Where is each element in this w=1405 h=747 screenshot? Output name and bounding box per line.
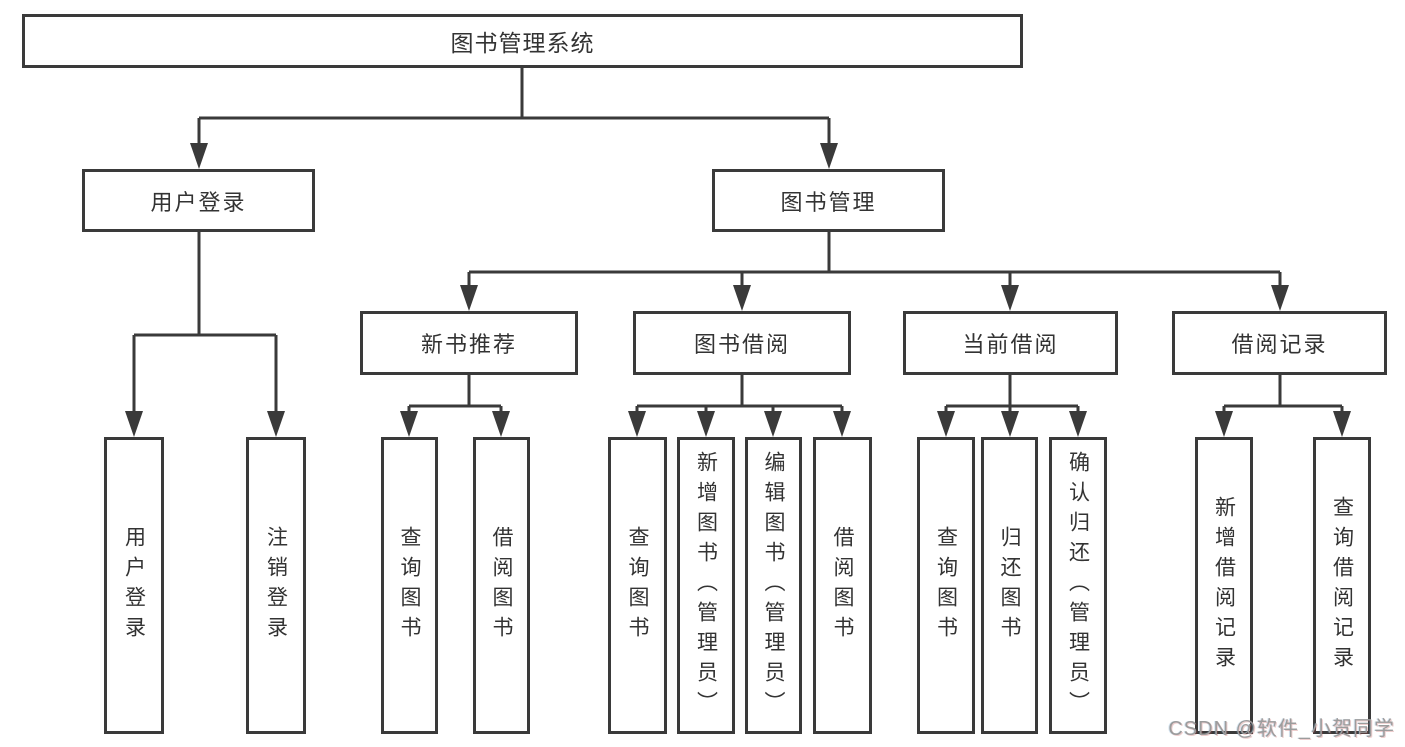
leaf-query-books-recommend: 查询图书 [381,437,438,734]
node-current-borrowing-label: 当前借阅 [962,332,1059,357]
leaf-query-books-borrowing-label: 查询图书 [626,525,649,646]
leaf-borrow-books-recommend: 借阅图书 [473,437,530,734]
leaf-query-books-current: 查询图书 [917,437,975,734]
leaf-edit-book-admin: 编辑图书（管理员） [745,437,802,734]
leaf-return-books: 归还图书 [981,437,1038,734]
leaf-borrow-books: 借阅图书 [813,437,872,734]
node-borrowing-records: 借阅记录 [1172,311,1387,375]
leaf-query-borrow-record: 查询借阅记录 [1313,437,1371,734]
leaf-query-books-recommend-label: 查询图书 [398,525,421,646]
node-new-book-recommend: 新书推荐 [360,311,578,375]
leaf-confirm-return-admin: 确认归还（管理员） [1049,437,1107,734]
node-new-book-recommend-label: 新书推荐 [420,332,517,357]
leaf-add-book-admin-label: 新增图书（管理员） [694,450,718,721]
node-library-system: 图书管理系统 [22,14,1023,68]
node-user-login: 用户登录 [82,169,315,232]
leaf-borrow-books-label: 借阅图书 [831,525,854,646]
leaf-borrow-books-recommend-label: 借阅图书 [490,525,513,646]
node-user-login-label: 用户登录 [150,189,247,215]
node-book-management-label: 图书管理 [780,189,877,215]
leaf-query-books-current-label: 查询图书 [934,525,958,646]
node-library-system-label: 图书管理系统 [450,30,595,56]
leaf-return-books-label: 归还图书 [998,525,1021,646]
leaf-add-borrow-record-label: 新增借阅记录 [1212,495,1236,676]
leaf-confirm-return-admin-label: 确认归还（管理员） [1066,450,1090,721]
leaf-edit-book-admin-label: 编辑图书（管理员） [762,450,785,721]
node-book-borrowing-label: 图书借阅 [693,332,790,357]
leaf-query-borrow-record-label: 查询借阅记录 [1330,495,1354,676]
leaf-logout: 注销登录 [246,437,306,734]
leaf-user-login-label: 用户登录 [122,525,146,646]
leaf-query-books-borrowing: 查询图书 [608,437,667,734]
leaf-add-borrow-record: 新增借阅记录 [1195,437,1253,734]
csdn-watermark: CSDN @软件_小贺同学 [1168,718,1395,740]
leaf-user-login: 用户登录 [104,437,164,734]
node-borrowing-records-label: 借阅记录 [1231,332,1328,357]
leaf-add-book-admin: 新增图书（管理员） [677,437,735,734]
node-current-borrowing: 当前借阅 [903,311,1118,375]
node-book-management: 图书管理 [712,169,945,232]
leaf-logout-label: 注销登录 [264,525,288,646]
node-book-borrowing: 图书借阅 [633,311,851,375]
